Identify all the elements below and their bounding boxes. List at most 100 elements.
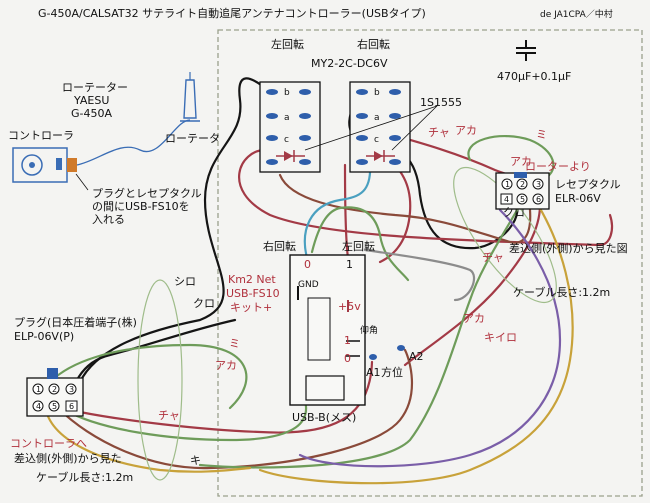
- wire-label-brown-right: チャ: [482, 251, 504, 264]
- wire-purple-1: [298, 208, 562, 468]
- wire-label-red-receptacle: アカ: [510, 155, 532, 168]
- relay-right-pin-a: a: [374, 113, 380, 123]
- wire-label-green-left: ミ: [229, 337, 240, 350]
- module-pin-1: 1: [346, 258, 353, 271]
- diagram-title: G-450A/CALSAT32 サテライト自動追尾アンテナコントローラー(USB…: [38, 6, 426, 20]
- relay-right: [349, 81, 411, 173]
- relay-left-label: 左回転: [271, 38, 304, 51]
- wire-label-black-receptacle: クロ: [503, 206, 525, 219]
- module-num-1: 1: [344, 334, 351, 347]
- wire-green-2: [467, 135, 555, 180]
- cable-bundle-left: [137, 279, 183, 481]
- module-left-label: 左回転: [342, 240, 375, 253]
- receptacle-label-1: レセプタクル: [555, 178, 621, 191]
- cable-bundle-right: [453, 166, 557, 304]
- plug-pin-6: 6: [69, 402, 74, 411]
- receptacle-pin-6: 6: [536, 195, 541, 204]
- module-right-label: 右回転: [263, 239, 296, 253]
- wire-label-brown-top: チャ: [428, 126, 450, 139]
- wire-green-4: [38, 343, 248, 410]
- plug-note-3: 入れる: [92, 213, 125, 226]
- plug-pin-5: 5: [52, 402, 57, 411]
- plug-pin-3: 3: [69, 385, 74, 394]
- plug-note-2: の間にUSB-FS10を: [92, 200, 190, 213]
- diode-left: [276, 150, 305, 162]
- relay-left: [259, 81, 321, 173]
- wire-label-white: シロ: [174, 275, 196, 288]
- rotator-title-3: G-450A: [71, 107, 112, 120]
- module-name-1: Km2 Net: [228, 273, 276, 286]
- diode-leader-1: [304, 105, 438, 151]
- plug-pin-2: 2: [52, 385, 57, 394]
- wire-label-brown-left: チャ: [158, 409, 180, 422]
- relay-right-pin-c: c: [374, 135, 379, 145]
- wire-label-red-top: アカ: [455, 124, 477, 137]
- diode-label: 1S1555: [420, 96, 462, 109]
- diode-leader-2: [391, 105, 438, 151]
- wire-label-red-right: アカ: [463, 312, 485, 325]
- wire-label-red-left: アカ: [215, 359, 237, 372]
- wire-cyan-1: [303, 160, 372, 260]
- wire-label-green-top: ミ: [536, 128, 547, 141]
- module-pin-0: 0: [304, 258, 311, 271]
- wire-yellow-2: [43, 404, 252, 473]
- module-usb-label: USB-B(メス): [292, 411, 356, 424]
- wire-red-3: [378, 158, 412, 264]
- module-elevation: 仰角: [360, 324, 378, 336]
- author-credit: de JA1CPA／中村: [540, 8, 613, 20]
- receptacle-pin-2: 2: [520, 180, 525, 189]
- rotator-title-2: YAESU: [73, 94, 109, 107]
- module-name-3: キット+: [230, 301, 272, 314]
- module-5v: +5v: [338, 300, 361, 313]
- relay-left-pin-b: b: [284, 88, 290, 98]
- rotator-controller-drawing: [12, 119, 191, 183]
- wire-grey-1: [363, 248, 476, 302]
- plug-label-2: ELP-06V(P): [14, 330, 74, 343]
- usb-module: [289, 254, 405, 406]
- module-gnd: GND: [298, 280, 319, 290]
- receptacle-connector: [495, 172, 550, 210]
- receptacle-pin-5: 5: [520, 195, 525, 204]
- rotator-unit-label: ローテータ: [165, 132, 220, 145]
- module-name-2: USB-FS10: [226, 287, 280, 300]
- receptacle-label-2: ELR-06V: [555, 192, 601, 205]
- wire-label-yellow-left: キ: [190, 454, 201, 467]
- capacitor-label: 470μF+0.1μF: [497, 70, 571, 83]
- relay-left-pin-c: c: [284, 135, 289, 145]
- wire-red-1: [238, 148, 602, 247]
- plug-note-1: プラグとレセプタクル: [92, 186, 202, 200]
- relay-left-pin-a: a: [284, 113, 290, 123]
- receptacle-cable-length: ケーブル長さ:1.2m: [513, 285, 610, 299]
- relay-right-pin-b: b: [374, 88, 380, 98]
- receptacle-view: 差込側(外側)から見た図: [509, 241, 628, 255]
- plug-to-controller: コントローラへ: [10, 437, 87, 450]
- controller-label: コントローラ: [8, 129, 74, 142]
- relay-right-label: 右回転: [357, 37, 390, 51]
- wire-label-black-left: クロ: [193, 297, 215, 310]
- wire-red-4: [343, 163, 350, 260]
- plug-view: 差込側(外側)から見た: [14, 451, 122, 465]
- receptacle-from-rotator: ローターより: [525, 160, 591, 173]
- wire-black: [73, 77, 272, 402]
- receptacle-pin-4: 4: [504, 195, 509, 204]
- wire-green-1: [310, 206, 410, 282]
- wire-green-5: [63, 398, 308, 442]
- plug-pin-1: 1: [36, 385, 41, 394]
- wire-label-yellow-right: キイロ: [484, 331, 517, 344]
- wire-yellow-1: [258, 198, 574, 485]
- relay-model-label: MY2-2C-DC6V: [311, 57, 388, 70]
- diode-right: [366, 150, 395, 162]
- plug-connector: [26, 368, 84, 417]
- module-a2: A2: [409, 350, 424, 363]
- module-num-0: 0: [344, 352, 351, 365]
- wire-green-3: [198, 203, 522, 469]
- wire-brown-1: [278, 173, 532, 244]
- capacitor-symbol: [516, 40, 536, 61]
- plug-pin-4: 4: [36, 402, 41, 411]
- module-azimuth: 方位: [381, 365, 403, 379]
- plug-cable-length: ケーブル長さ:1.2m: [36, 470, 133, 484]
- receptacle-pin-3: 3: [536, 180, 541, 189]
- plug-label-1: プラグ(日本圧着端子(株): [14, 315, 137, 329]
